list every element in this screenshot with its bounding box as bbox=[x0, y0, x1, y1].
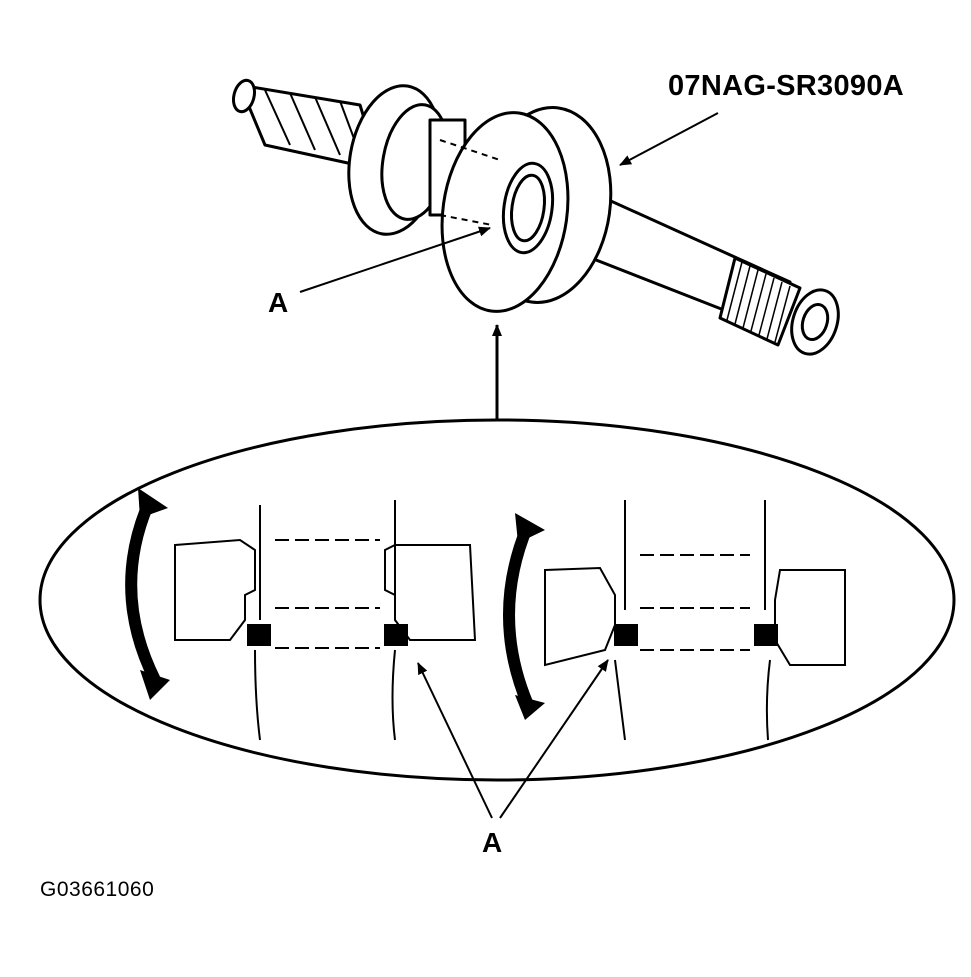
seal-left-a bbox=[247, 624, 271, 646]
rotation-arrow-left bbox=[125, 497, 161, 683]
cross-section-right bbox=[544, 500, 846, 741]
figure-id-label: G03661060 bbox=[40, 878, 155, 901]
part-a-label-bottom: A bbox=[482, 827, 503, 858]
part-a-leader-right bbox=[499, 659, 609, 819]
part-a-leader-top bbox=[299, 226, 491, 293]
tool-leader-line bbox=[619, 112, 719, 166]
rotation-arrow-right bbox=[503, 522, 534, 708]
seal-right-b bbox=[754, 624, 778, 646]
detail-ellipse bbox=[38, 418, 956, 782]
part-a-leader-left bbox=[417, 662, 493, 819]
seal-right-a bbox=[614, 624, 638, 646]
part-a-label-top: A bbox=[268, 287, 289, 318]
shaft-assembly-illustration bbox=[231, 78, 840, 356]
tool-number-label: 07NAG-SR3090A bbox=[668, 70, 904, 102]
seal-left-b bbox=[384, 624, 408, 646]
cross-section-left bbox=[174, 500, 477, 741]
